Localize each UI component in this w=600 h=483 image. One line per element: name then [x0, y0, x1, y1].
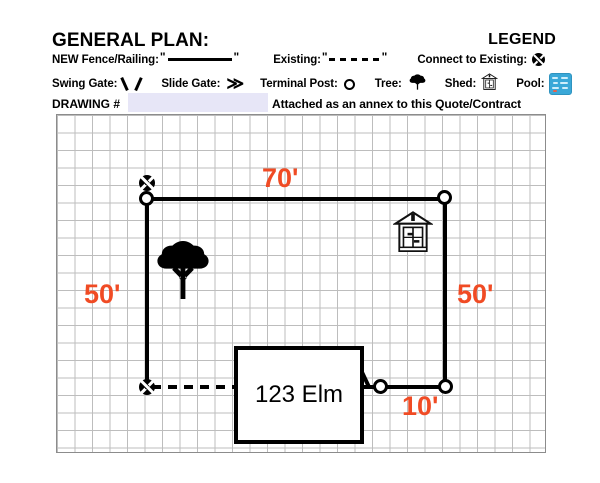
- tree-icon: [408, 73, 427, 96]
- fence-line-left: [145, 197, 149, 389]
- existing-line-bottom-left: [152, 385, 238, 389]
- dimension-right: 50': [457, 279, 494, 309]
- quote-close-new-fence: ": [233, 49, 240, 64]
- legend-item-pool: Pool:: [516, 73, 573, 95]
- swing-gate-icon: [123, 78, 139, 91]
- legend-label-shed: Shed:: [444, 78, 477, 90]
- legend-item-shed: Shed:: [444, 72, 499, 96]
- tree-icon: [155, 239, 211, 306]
- connect-to-existing-icon: [532, 53, 546, 66]
- drawing-number-input[interactable]: [128, 93, 268, 112]
- legend-label-slide-gate: Slide Gate:: [161, 78, 221, 90]
- dimension-bottom-right: 10': [402, 391, 439, 421]
- legend-item-terminal-post: Terminal Post:: [260, 78, 355, 90]
- pool-icon: [549, 73, 573, 95]
- dimension-top: 70': [262, 163, 299, 193]
- legend-item-existing: Existing: " ": [273, 49, 388, 66]
- dashed-line-symbol: " ": [321, 49, 388, 66]
- legend-label-pool: Pool:: [516, 78, 545, 90]
- plan-canvas[interactable]: 70' 50' 50' 10': [56, 114, 546, 453]
- terminal-post-bottom-right: [438, 379, 453, 394]
- quote-close-existing: ": [381, 49, 388, 64]
- page-title: GENERAL PLAN:: [52, 30, 210, 51]
- solid-line-symbol: " ": [159, 49, 240, 66]
- house-outline: 123 Elm: [234, 346, 364, 444]
- connect-to-existing-marker-bottom-left: [139, 379, 155, 395]
- terminal-post-gate: [373, 379, 388, 394]
- legend-row-2: Swing Gate: Slide Gate: ≫ Terminal Post:…: [52, 72, 573, 96]
- house-label: 123 Elm: [254, 381, 344, 408]
- annex-note: Attached as an annex to this Quote/Contr…: [272, 97, 522, 111]
- slide-gate-icon: ≫: [226, 73, 244, 93]
- fence-line-right: [443, 197, 447, 389]
- drawing-number-label: DRAWING #: [52, 97, 121, 111]
- fence-line-bottom-right: [363, 385, 447, 389]
- legend-item-swing-gate: Swing Gate:: [52, 78, 139, 91]
- legend-label-terminal-post: Terminal Post:: [260, 78, 338, 90]
- dashed-line-swatch: [328, 58, 381, 61]
- legend-label-connect-to-existing: Connect to Existing:: [417, 53, 528, 66]
- terminal-post-top-left: [139, 191, 154, 206]
- quote-open-existing: ": [321, 49, 328, 64]
- fence-line-top: [147, 197, 447, 201]
- legend-item-connect-to-existing: Connect to Existing:: [417, 53, 546, 66]
- terminal-post-top-right: [437, 190, 452, 205]
- legend-item-new-fence: NEW Fence/Railing: " ": [52, 49, 240, 66]
- legend-label-swing-gate: Swing Gate:: [52, 78, 118, 90]
- legend-label-existing: Existing:: [273, 53, 321, 66]
- shed-icon: [391, 207, 435, 260]
- dimension-left: 50': [84, 279, 121, 309]
- legend-label-new-fence: NEW Fence/Railing:: [52, 53, 159, 66]
- legend-label-tree: Tree:: [374, 78, 402, 90]
- legend-row-1: NEW Fence/Railing: " " Existing: " " Con…: [52, 49, 546, 66]
- terminal-post-icon: [343, 78, 355, 90]
- legend-title: LEGEND: [488, 31, 556, 48]
- shed-icon: [480, 72, 499, 96]
- legend-item-tree: Tree:: [375, 73, 427, 96]
- solid-line-swatch: [167, 58, 232, 61]
- connect-to-existing-marker-top-left: [139, 175, 155, 191]
- legend-item-slide-gate: Slide Gate: ≫: [161, 73, 244, 93]
- quote-open-new-fence: ": [159, 49, 166, 64]
